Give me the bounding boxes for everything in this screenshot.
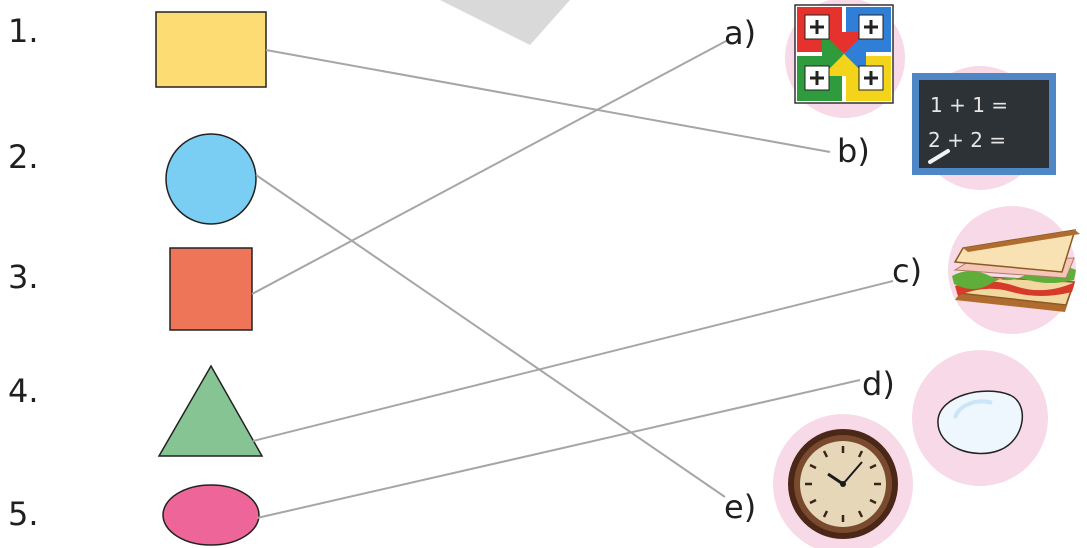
connector-2-e — [256, 175, 725, 497]
watermark-stroke — [440, 0, 570, 45]
chalkboard-line-1: 1 + 1 = — [930, 93, 1008, 117]
shape-triangle — [159, 366, 262, 456]
connector-4-c — [253, 281, 893, 441]
letter-label-a: a) — [724, 14, 756, 52]
shape-circle — [166, 134, 256, 224]
shape-square — [170, 248, 252, 330]
egg-icon — [938, 391, 1022, 453]
shape-oval — [163, 485, 259, 545]
chalkboard-icon: 1 + 1 = 2 + 2 = — [912, 73, 1056, 175]
chalkboard-line-2: 2 + 2 = — [928, 128, 1006, 152]
letter-label-e: e) — [724, 488, 756, 526]
shape-rectangle — [156, 12, 266, 87]
connector-5-d — [257, 380, 860, 518]
letter-label-b: b) — [837, 132, 870, 170]
wall-clock-icon — [788, 429, 898, 539]
connector-3-a — [252, 40, 728, 294]
letter-label-c: c) — [892, 252, 922, 290]
ludo-board-icon — [795, 5, 893, 103]
letter-label-d: d) — [862, 365, 895, 403]
